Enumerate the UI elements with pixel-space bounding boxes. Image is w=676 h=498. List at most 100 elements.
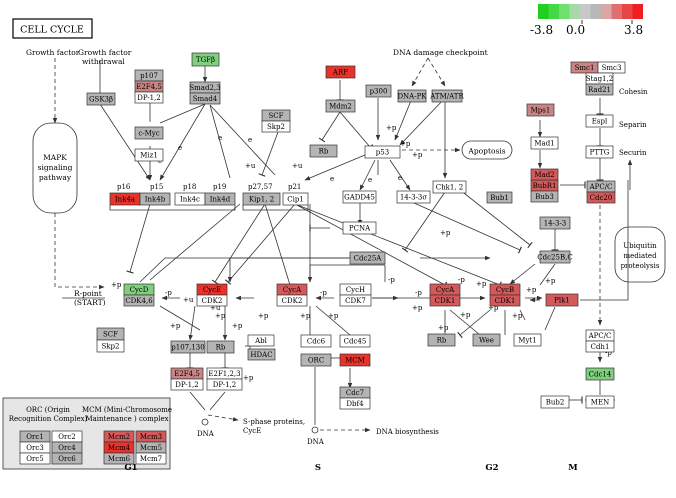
- gene-box-p300[interactable]: p300: [365, 84, 392, 98]
- gene-box-bub1[interactable]: Bub1: [486, 191, 513, 204]
- ubiquitin-proteolysis-node[interactable]: Ubiquitin mediated proteolysis: [614, 226, 666, 283]
- gene-box-mcm6[interactable]: Mcm6: [103, 452, 135, 465]
- gene-box-apcc_top[interactable]: APC/C: [586, 180, 616, 193]
- gene-box-e2f123[interactable]: E2F1,2,3: [206, 367, 243, 380]
- gene-box-mad2[interactable]: Mad2: [530, 168, 559, 181]
- gene-box-cyca1[interactable]: CycA: [276, 283, 308, 296]
- gene-box-mps1[interactable]: Mps1: [526, 103, 555, 117]
- gene-box-rb_top[interactable]: Rb: [309, 144, 338, 158]
- gene-box-skp2_bot[interactable]: Skp2: [96, 339, 125, 353]
- gene-box-orc2[interactable]: Orc2: [51, 430, 83, 443]
- gene-box-bub3[interactable]: Bub3: [530, 190, 559, 203]
- gene-box-cych[interactable]: CycH: [339, 283, 372, 296]
- gene-box-e2f45_top[interactable]: E2F4,5: [134, 80, 164, 93]
- p-label-11: +p: [328, 312, 339, 320]
- gene-box-apcc_bot[interactable]: APC/C: [585, 329, 615, 342]
- gene-box-cdh1[interactable]: Cdh1: [585, 340, 615, 353]
- gene-box-cmyc[interactable]: c-Myc: [134, 126, 164, 140]
- gene-box-mcm3[interactable]: Mcm3: [135, 430, 167, 443]
- gene-box-ink4d[interactable]: Ink4d: [204, 192, 236, 206]
- gene-box-abl[interactable]: Abl: [247, 334, 275, 347]
- gene-box-cdk1b[interactable]: CDK1: [489, 294, 521, 307]
- gene-box-dp12_b1[interactable]: DP-1,2: [170, 378, 204, 391]
- gene-box-ink4c[interactable]: Ink4c: [174, 192, 206, 206]
- gene-box-pttg[interactable]: PTTG: [585, 145, 614, 159]
- gene-box-cdc45[interactable]: Cdc45: [339, 334, 371, 348]
- gene-box-cdc7[interactable]: Cdc7: [339, 386, 371, 399]
- gene-box-cyca2[interactable]: CycA: [429, 283, 461, 296]
- gene-box-espl[interactable]: Espl: [585, 114, 614, 128]
- gene-box-myt1[interactable]: Myt1: [513, 333, 542, 347]
- gene-box-mdm2[interactable]: Mdm2: [325, 99, 356, 113]
- gene-box-ink4b[interactable]: Ink4b: [139, 192, 171, 206]
- gene-box-men[interactable]: MEN: [585, 395, 615, 409]
- gene-box-p53[interactable]: p53: [364, 145, 401, 159]
- gene-box-p107[interactable]: p107: [134, 69, 164, 82]
- gene-box-cdk1a[interactable]: CDK1: [429, 294, 461, 307]
- gene-box-mcm2[interactable]: Mcm2: [103, 430, 135, 443]
- gene-box-smad23[interactable]: Smad2,3: [189, 81, 221, 94]
- gene-box-kip12[interactable]: Kip1, 2: [242, 192, 281, 206]
- gene-box-wee[interactable]: Wee: [472, 333, 501, 347]
- gene-box-rb_mid[interactable]: Rb: [206, 340, 235, 354]
- gene-box-stag12[interactable]: Stag1,2: [585, 72, 614, 85]
- gene-box-scf_bot[interactable]: SCF: [96, 327, 125, 341]
- gene-box-cdc6[interactable]: Cdc6: [300, 334, 332, 348]
- gene-box-orc[interactable]: ORC: [300, 353, 332, 367]
- gene-box-plk1[interactable]: Plk1: [545, 293, 579, 307]
- gene-box-mcm5[interactable]: Mcm5: [135, 441, 167, 454]
- gene-box-mcm7[interactable]: Mcm7: [135, 452, 167, 465]
- gene-box-s1433s[interactable]: 14-3-3σ: [396, 190, 431, 204]
- gene-box-orc4[interactable]: Orc4: [51, 441, 83, 454]
- gene-box-chk12[interactable]: Chk1, 2: [432, 180, 467, 194]
- gene-box-rad21[interactable]: Rad21: [585, 83, 614, 96]
- gene-box-pcna[interactable]: PCNA: [342, 221, 377, 235]
- gene-box-mcm4[interactable]: Mcm4: [103, 441, 135, 454]
- gene-box-bub2[interactable]: Bub2: [540, 395, 570, 409]
- gene-box-cdk46[interactable]: CDK4,6: [123, 294, 155, 307]
- gene-box-bubr1[interactable]: BubR1: [530, 179, 559, 192]
- gene-box-rb_g2[interactable]: Rb: [427, 333, 456, 347]
- gene-box-miz1[interactable]: Miz1: [134, 148, 164, 162]
- gene-box-tgfb[interactable]: TGFβ: [191, 52, 220, 67]
- gene-box-arf[interactable]: ARF: [325, 65, 356, 79]
- gene-box-dbf4[interactable]: Dbf4: [339, 397, 371, 410]
- gene-box-cycb[interactable]: CycB: [489, 283, 521, 296]
- apoptosis-node[interactable]: Apoptosis: [461, 140, 513, 160]
- gene-box-scf_top[interactable]: SCF: [261, 109, 291, 122]
- gene-box-ink4a[interactable]: Ink4a: [109, 192, 141, 206]
- gene-label: Myt1: [518, 337, 536, 345]
- gene-box-skp2_top[interactable]: Skp2: [261, 120, 291, 133]
- gene-box-cip1[interactable]: Cip1: [282, 192, 309, 206]
- gene-box-dp12_top[interactable]: DP-1,2: [134, 91, 164, 104]
- mapk-pathway-node[interactable]: MAPK signaling pathway: [32, 122, 78, 214]
- gene-box-gsk3b[interactable]: GSK3β: [86, 92, 116, 106]
- gene-box-atmatr[interactable]: ATM/ATR: [429, 89, 464, 103]
- gene-box-e2f45_bot[interactable]: E2F4,5: [170, 367, 204, 380]
- gene-box-smc3[interactable]: Smc3: [597, 61, 626, 74]
- gene-box-cdc20[interactable]: Cdc20: [586, 191, 616, 204]
- gene-box-orc5[interactable]: Orc5: [19, 452, 51, 465]
- gene-box-cdk2b[interactable]: CDK2: [276, 294, 308, 307]
- gene-box-cycd[interactable]: CycD: [123, 283, 155, 296]
- gene-box-p107130[interactable]: p107,130: [170, 340, 206, 354]
- gene-box-orc3[interactable]: Orc3: [19, 441, 51, 454]
- e-label-4: e: [368, 176, 372, 184]
- gene-box-orc6[interactable]: Orc6: [51, 452, 83, 465]
- gene-box-cdc14[interactable]: Cdc14: [585, 367, 615, 381]
- gene-box-cdc25a[interactable]: Cdc25A: [349, 251, 386, 265]
- gene-box-smc1[interactable]: Smc1: [570, 61, 599, 74]
- gene-box-mad1[interactable]: Mad1: [530, 136, 559, 150]
- gene-box-cdk7[interactable]: CDK7: [339, 294, 372, 307]
- gene-box-orc1[interactable]: Orc1: [19, 430, 51, 443]
- gene-box-cdk2a[interactable]: CDK2: [196, 294, 228, 307]
- gene-box-cdc25bc[interactable]: Cdc25B,C: [537, 250, 573, 264]
- gene-box-dp12_b2[interactable]: DP-1,2: [206, 378, 243, 391]
- gene-box-dnapk[interactable]: DNA-PK: [397, 89, 427, 103]
- gene-box-cyce1[interactable]: CycE: [196, 283, 228, 296]
- gene-box-mcm[interactable]: MCM: [339, 353, 371, 367]
- gene-box-hdac[interactable]: HDAC: [247, 348, 276, 361]
- gene-box-smad4[interactable]: Smad4: [189, 92, 221, 105]
- gene-box-s1433[interactable]: 14-3-3: [539, 216, 571, 230]
- gene-box-gadd45[interactable]: GADD45: [342, 190, 377, 204]
